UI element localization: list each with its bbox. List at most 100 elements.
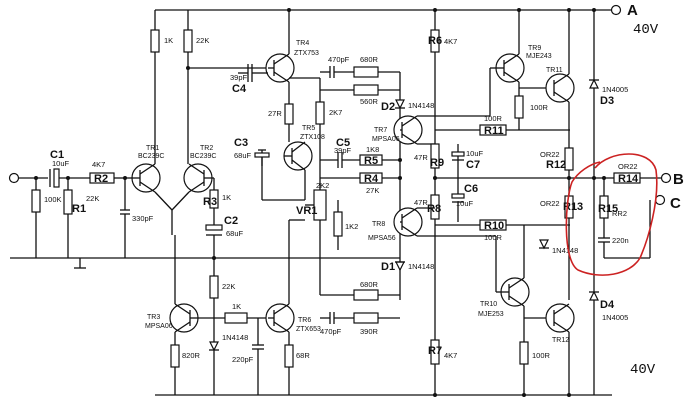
input-pair: TR1 BC239C TR2 BC239C 1K 22K 330pF bbox=[120, 10, 268, 258]
svg-text:470pF: 470pF bbox=[320, 327, 342, 336]
resistor-680r-top bbox=[353, 66, 379, 78]
svg-text:TR9: TR9 bbox=[528, 45, 541, 52]
svg-text:MJE243: MJE243 bbox=[526, 53, 552, 60]
svg-text:68uF: 68uF bbox=[226, 229, 244, 238]
svg-text:10uF: 10uF bbox=[466, 149, 484, 158]
svg-text:TR7: TR7 bbox=[374, 127, 387, 134]
svg-text:2K2: 2K2 bbox=[316, 181, 329, 190]
resistor-27r bbox=[284, 103, 294, 125]
svg-text:R9: R9 bbox=[430, 157, 444, 169]
svg-text:R4: R4 bbox=[364, 173, 379, 185]
resistor-22k-top bbox=[183, 29, 193, 53]
terminal-a-label: A bbox=[627, 2, 638, 19]
svg-text:4K7: 4K7 bbox=[444, 351, 457, 360]
svg-text:C5: C5 bbox=[336, 137, 350, 149]
svg-text:R12: R12 bbox=[546, 159, 566, 171]
svg-text:1N4148: 1N4148 bbox=[408, 262, 434, 271]
highlight-circle bbox=[565, 153, 658, 276]
svg-text:TR1: TR1 bbox=[146, 145, 159, 152]
bias-transistor: TR5 ZTX108 C3 68uF VR1 2K2 1K2 bbox=[234, 125, 358, 295]
resistor-560r bbox=[353, 84, 379, 96]
svg-text:R8: R8 bbox=[427, 203, 441, 215]
svg-text:TR11: TR11 bbox=[546, 67, 563, 74]
svg-text:D4: D4 bbox=[600, 299, 615, 311]
svg-text:1N4148: 1N4148 bbox=[222, 333, 248, 342]
capacitor-c6 bbox=[451, 193, 465, 199]
svg-text:D2: D2 bbox=[381, 101, 395, 113]
resistor-100r-tr11 bbox=[514, 95, 524, 119]
svg-text:4K7: 4K7 bbox=[92, 160, 105, 169]
svg-text:C6: C6 bbox=[464, 183, 478, 195]
output-network: R14 OR22 R15 RR2 220n bbox=[569, 162, 662, 259]
svg-text:MPSA06: MPSA06 bbox=[372, 136, 400, 143]
svg-text:MPSA56: MPSA56 bbox=[368, 235, 396, 242]
capacitor-c7 bbox=[451, 151, 465, 157]
svg-text:R15: R15 bbox=[598, 203, 618, 215]
svg-text:22K: 22K bbox=[86, 194, 99, 203]
terminal-a: A 40V 40V bbox=[610, 2, 659, 378]
resistor-68r bbox=[284, 344, 294, 368]
driver-stage: TR7 MPSA06 TR8 MPSA56 R6 4K7 R9 47R R8 4… bbox=[368, 10, 570, 395]
resistor-2k7 bbox=[315, 101, 325, 125]
svg-text:390R: 390R bbox=[360, 327, 379, 336]
resistor-820r bbox=[170, 344, 180, 368]
svg-text:OR22: OR22 bbox=[540, 199, 560, 208]
svg-text:TR6: TR6 bbox=[298, 317, 311, 324]
diodes-d1-d2: D2 1N4148 D1 1N4148 bbox=[381, 99, 434, 273]
vas-lower: 22K 1N4148 TR3 MPSA06 820R 1K 220pF TR6 … bbox=[145, 219, 400, 395]
svg-text:1N4005: 1N4005 bbox=[602, 85, 628, 94]
vas-upper: TR4 ZTX753 C4 39pF 27R 2K7 bbox=[230, 10, 342, 200]
svg-text:R13: R13 bbox=[563, 201, 583, 213]
resistor-r12 bbox=[564, 147, 574, 171]
svg-text:1N4148: 1N4148 bbox=[408, 101, 434, 110]
capacitor-c2 bbox=[205, 224, 223, 231]
transistor-tr7 bbox=[393, 115, 423, 145]
svg-text:C3: C3 bbox=[234, 137, 248, 149]
transistor-tr6 bbox=[265, 303, 295, 333]
terminal-b-label: B bbox=[673, 171, 684, 188]
resistor-1k2 bbox=[333, 211, 343, 237]
svg-text:10uF: 10uF bbox=[456, 199, 474, 208]
resistor-680r-bot bbox=[353, 289, 379, 301]
svg-text:C4: C4 bbox=[232, 83, 247, 95]
svg-text:R14: R14 bbox=[618, 173, 639, 185]
terminal-c-label: C bbox=[670, 195, 681, 212]
svg-text:R2: R2 bbox=[94, 173, 108, 185]
svg-text:R3: R3 bbox=[203, 196, 217, 208]
svg-text:100K: 100K bbox=[44, 195, 62, 204]
svg-text:220pF: 220pF bbox=[232, 355, 254, 364]
svg-text:ZTX753: ZTX753 bbox=[294, 50, 319, 57]
feedback-network: R3 1K C2 68uF bbox=[203, 177, 244, 258]
svg-text:2K7: 2K7 bbox=[329, 108, 342, 117]
resistor-1k-mid bbox=[224, 312, 248, 324]
svg-text:10uF: 10uF bbox=[52, 159, 70, 168]
svg-text:47R: 47R bbox=[414, 198, 428, 207]
svg-text:R5: R5 bbox=[364, 155, 378, 167]
svg-text:68uF: 68uF bbox=[234, 151, 252, 160]
svg-text:BC239C: BC239C bbox=[190, 153, 216, 160]
transistor-tr8 bbox=[393, 207, 423, 237]
svg-text:R11: R11 bbox=[484, 125, 504, 137]
svg-text:22K: 22K bbox=[196, 36, 209, 45]
svg-text:1K8: 1K8 bbox=[366, 145, 379, 154]
svg-text:4K7: 4K7 bbox=[444, 37, 457, 46]
svg-text:27K: 27K bbox=[366, 186, 379, 195]
capacitor-c3 bbox=[254, 152, 270, 158]
svg-text:BC239C: BC239C bbox=[138, 153, 164, 160]
svg-text:68R: 68R bbox=[296, 351, 310, 360]
svg-text:560R: 560R bbox=[360, 97, 379, 106]
svg-text:100R: 100R bbox=[532, 351, 551, 360]
resistor-100r-tr12 bbox=[519, 341, 529, 365]
svg-text:D1: D1 bbox=[381, 261, 395, 273]
svg-text:TR12: TR12 bbox=[552, 337, 569, 344]
input-terminal bbox=[8, 172, 20, 184]
svg-text:680R: 680R bbox=[360, 55, 379, 64]
svg-text:1K: 1K bbox=[232, 302, 241, 311]
svg-text:100R: 100R bbox=[530, 103, 549, 112]
resistor-1k-top bbox=[150, 29, 160, 53]
protection-diodes: D3 1N4005 D4 1N4005 bbox=[589, 10, 628, 395]
svg-text:TR4: TR4 bbox=[296, 40, 309, 47]
svg-text:OR22: OR22 bbox=[618, 162, 638, 171]
